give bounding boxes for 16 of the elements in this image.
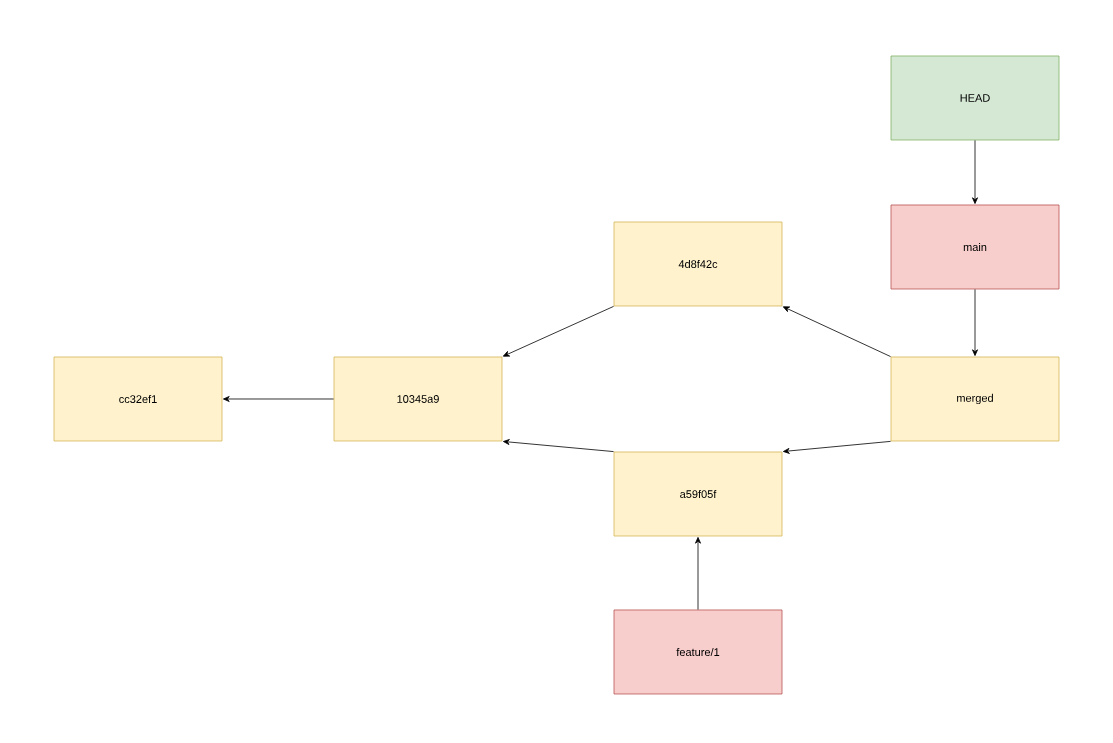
arrow [695, 537, 701, 610]
branch-box: main [890, 204, 1060, 290]
arrow [502, 306, 614, 357]
commit-box: 4d8f42c [613, 221, 783, 307]
branch-box: feature/1 [613, 609, 783, 695]
commit-box: 10345a9 [333, 356, 503, 442]
arrow [503, 439, 614, 452]
arrow [223, 396, 334, 402]
head-box: HEAD [890, 55, 1060, 141]
arrow [972, 289, 978, 356]
arrow [783, 441, 891, 454]
arrow [782, 306, 891, 357]
arrow [972, 140, 978, 204]
commit-box: cc32ef1 [53, 356, 223, 442]
commit-box: a59f05f [613, 451, 783, 537]
commit-box: merged [890, 356, 1060, 442]
